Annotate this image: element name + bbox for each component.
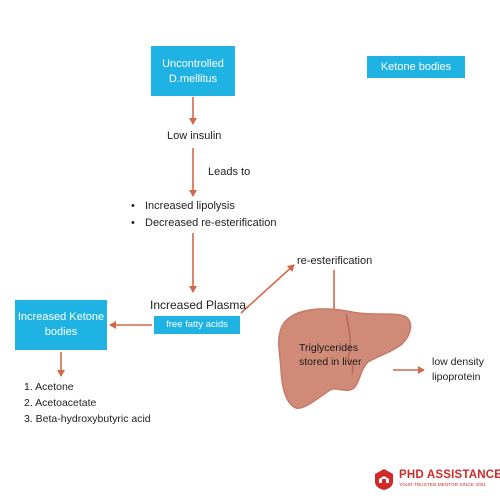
plasma-title: Increased Plasma [150,298,247,312]
logo-emblem-icon [375,469,393,490]
ketone-item: 3. Beta-hydroxybutyric acid [24,413,151,425]
triglycerides-label: Triglycerides stored in liver [299,342,362,368]
topic-tag: Ketone bodies [367,56,465,78]
phd-assistance-logo: PHD ASSISTANCE YOUR TRUSTED MENTOR SINCE… [373,467,500,491]
effect-item: Increased lipolysis [131,198,276,215]
logo-tagline: YOUR TRUSTED MENTOR SINCE 2001 [399,482,487,487]
liver-illustration [278,308,412,409]
plasma-subtitle-box: free fatty acids [154,316,240,334]
ketone-item: 2. Acetoacetate [24,397,97,409]
logo-name: PHD ASSISTANCE [399,469,500,481]
effects-list: Increased lipolysis Decreased re-esterif… [131,198,276,232]
ketone-item: 1. Acetone [24,381,74,393]
ketone-bodies-list: 1. Acetone 2. Acetoacetate 3. Beta-hydro… [24,379,151,427]
cause-box: Uncontrolled D.mellitus [151,46,235,96]
low-insulin-label: Low insulin [167,130,222,142]
reesterification-label: re-esterification [297,255,373,267]
ketone-bodies-box: Increased Ketone bodies [15,300,107,350]
effect-item: Decreased re-esterification [131,215,276,232]
ldl-label: low density lipoprotein [432,356,484,383]
leads-to-label: Leads to [208,166,251,178]
arrow-plasma-to-reesterification [240,264,295,314]
